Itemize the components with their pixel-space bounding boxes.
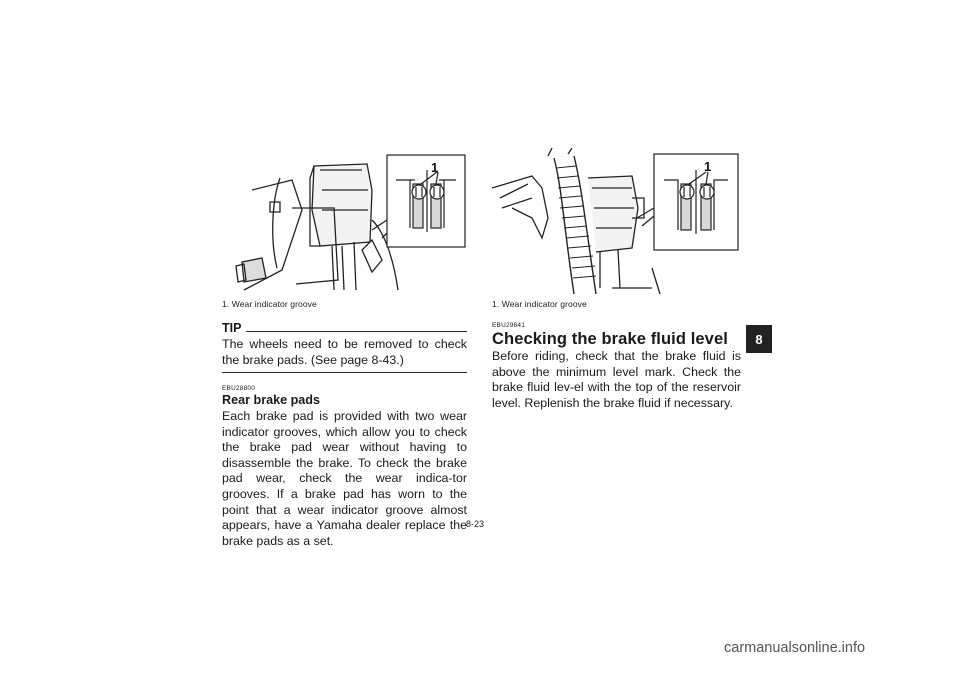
tip-top-rule bbox=[246, 331, 467, 332]
left-figure-callout: 1 bbox=[431, 160, 438, 175]
tip-title: TIP bbox=[222, 321, 242, 335]
right-figure-caption: 1. Wear indicator groove bbox=[492, 299, 587, 309]
rear-pads-heading: Rear brake pads bbox=[222, 393, 321, 407]
watermark-text: carmanualsonline.info bbox=[724, 640, 866, 656]
chapter-tab: 8 bbox=[746, 325, 772, 353]
fluid-text: Before riding, check that the brake flui… bbox=[492, 349, 741, 410]
left-figure-caption: 1. Wear indicator groove bbox=[222, 299, 317, 309]
page-number: 8-23 bbox=[466, 519, 485, 529]
rear-pads-text: Each brake pad is provided with two wear… bbox=[222, 409, 467, 548]
right-brake-illustration: 1 bbox=[492, 148, 739, 295]
rear-pads-code: EBU28800 bbox=[222, 385, 256, 392]
fluid-code: EBU29841 bbox=[492, 322, 526, 329]
tip-text: The wheels need to be removed to check t… bbox=[222, 337, 467, 367]
left-brake-illustration: 1 bbox=[235, 154, 466, 291]
tip-bottom-rule bbox=[222, 372, 467, 373]
fluid-heading: Checking the brake fluid level bbox=[492, 330, 728, 348]
right-figure-callout: 1 bbox=[704, 159, 711, 174]
